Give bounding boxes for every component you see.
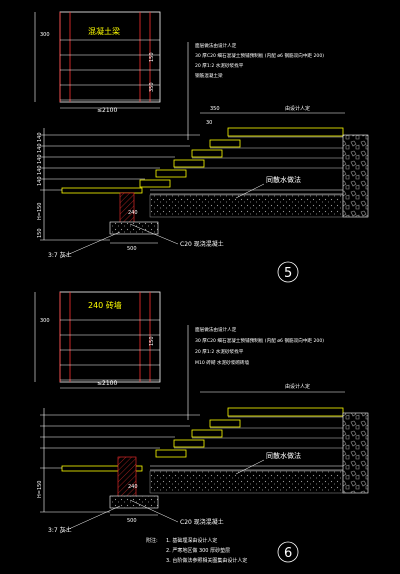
gravel-label: 3:7 灰土 [48,251,72,259]
dim-140-1: 140 [37,143,43,153]
footnote: 附注: 1. 基础埋深由设计人定 2. 严寒地区做 300 厚砂垫层 3. 台阶… [146,537,247,564]
footing [109,221,159,235]
water-label: 同散水做法 [266,175,301,184]
steps-section [61,127,344,195]
dim-spacing: ≤2100 [97,107,117,114]
steps-section [61,407,344,472]
stone-wall [342,412,369,494]
dim-h: H=150 [37,481,43,499]
dim-top-width: 由设计人定 [285,383,310,390]
dim-140-2: 140 [37,132,43,142]
dim-top-350: 350 [210,106,220,112]
stone-wall [342,134,369,218]
note-3: 20 厚1:2 水泥砂浆找平 [195,62,244,69]
gravel-label: 3:7 灰土 [48,526,72,534]
note-2: 30 厚C20 细石混凝土预铺预制板 (内配 ø6 钢筋双向中距 200) [195,52,324,59]
detail-number: 6 [284,546,292,561]
gravel-fill [149,470,344,494]
wall-label: 240 砖墙 [88,300,122,310]
note-2: 30 厚C20 细石混凝土预铺预制板 (内配 ø6 钢筋双向中距 200) [195,337,324,344]
concrete-label: C20 现浇混凝土 [180,240,224,248]
note-3: 20 厚1:2 水泥砂浆找平 [195,348,244,355]
note-1: 面层做法由设计人定 [195,326,237,333]
dim-500: 500 [127,518,137,524]
dim-240: 240 [128,210,138,216]
footnote-line-2: 2. 严寒地区做 300 厚砂垫层 [166,547,230,554]
dim-300: 300 [40,32,50,38]
dim-150: 150 [149,336,155,346]
dim-350: 350 [149,82,155,92]
gravel-fill [149,194,344,218]
concrete-label: C20 现浇混凝土 [180,518,224,526]
dim-140-4: 140 [37,165,43,175]
dim-240: 240 [128,484,138,490]
dim-500: 500 [127,246,137,252]
brick-wall [117,456,137,498]
dim-150-left: 150 [37,228,43,238]
dim-h: H=150 [37,203,43,221]
note-4: M10 砖砌 水泥砂浆砌砖墙 [195,359,249,366]
detail-number: 5 [284,266,292,281]
beam-label: 混凝土梁 [88,26,120,36]
dim-140-3: 140 [37,154,43,164]
dim-300: 300 [40,318,50,324]
footnote-line-3: 3. 台阶做法参照相关图集由设计人定 [166,557,247,564]
detail-number-circle [277,541,299,563]
concrete-column [119,192,135,224]
dim-top-width: 由设计人定 [285,105,310,112]
dim-150: 150 [149,52,155,62]
detail-number-circle [277,261,299,283]
beam-elevation-frame [59,11,161,103]
detail-5: 混凝土梁 300 150 350 ≤2100 面层做法由设计人定 30 厚C20… [34,11,369,283]
dim-140-5: 140 [37,176,43,186]
dim-top-30: 30 [206,120,212,126]
dim-spacing: ≤2100 [97,380,117,387]
water-label: 同散水做法 [266,451,301,460]
footnote-title: 附注: [146,537,158,544]
detail-6: 240 砖墙 300 150 ≤2100 面层做法由设计人定 30 厚C20 细… [34,291,369,563]
note-1: 面层做法由设计人定 [195,42,237,49]
footnote-line-1: 1. 基础埋深由设计人定 [166,537,217,544]
note-4: 钢筋混凝土梁 [195,72,223,79]
